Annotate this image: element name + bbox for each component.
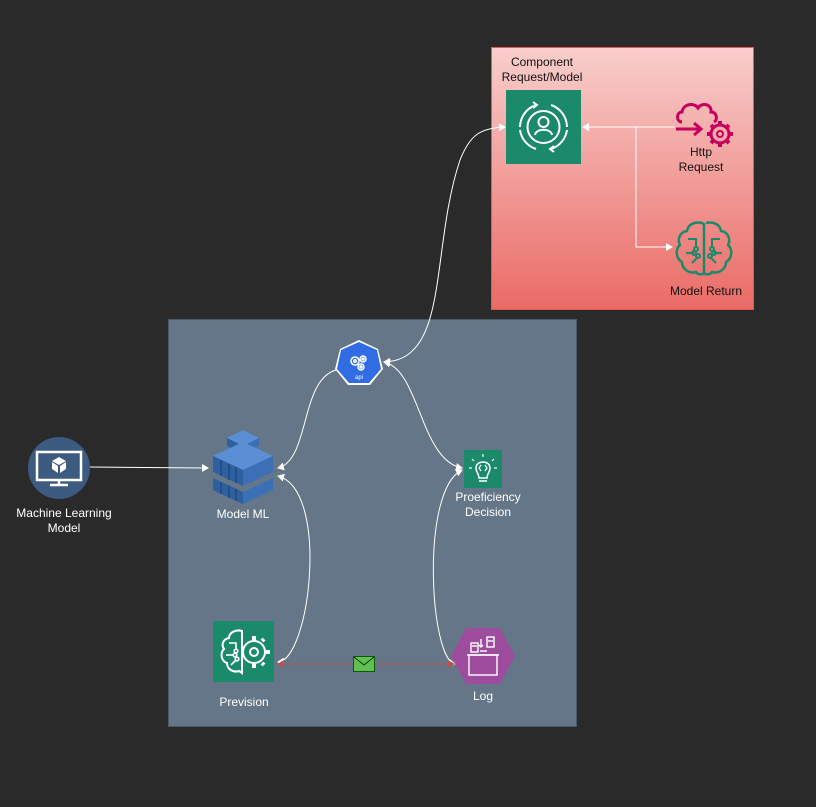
machine-learning-model-label: Machine Learning Model xyxy=(6,506,122,536)
proficiency-decision-label: Proeficiency Decision xyxy=(446,490,530,520)
ml-model-label-line1: Machine Learning xyxy=(16,506,112,520)
proficiency-label-line1: Proeficiency xyxy=(455,490,521,504)
proficiency-label-line2: Decision xyxy=(464,505,512,519)
api-label: api xyxy=(355,375,363,381)
edge-proficiency-log xyxy=(432,468,463,667)
prevision-label: Prevision xyxy=(219,695,269,709)
proficiency-decision-icon[interactable] xyxy=(464,450,502,488)
edge-api-component xyxy=(383,123,506,366)
edge-mlmodel-modelml xyxy=(89,463,209,472)
http-request-label-line1: Http xyxy=(689,145,712,159)
ml-model-label-line2: Model xyxy=(47,521,81,535)
component-label-line1: Component xyxy=(510,55,574,69)
edge-http-modelreturn xyxy=(630,126,673,251)
envelope-icon xyxy=(353,656,375,672)
edge-api-proficiency xyxy=(383,359,463,471)
edge-modelml-prevision xyxy=(277,473,311,666)
model-ml-label: Model ML xyxy=(216,507,270,521)
component-request-icon[interactable] xyxy=(506,90,581,164)
model-ml-icon[interactable] xyxy=(211,428,275,505)
machine-learning-model-icon[interactable] xyxy=(28,437,90,499)
component-label: Component Request/Model xyxy=(493,55,591,85)
kubernetes-api-icon[interactable]: api xyxy=(334,339,384,387)
log-icon[interactable] xyxy=(450,627,516,685)
http-request-label: Http Request xyxy=(666,145,736,175)
log-label: Log xyxy=(472,689,494,703)
model-return-brain-icon[interactable] xyxy=(674,219,734,277)
prevision-brain-gear-icon[interactable] xyxy=(213,621,274,682)
component-label-line2: Request/Model xyxy=(501,70,583,84)
http-request-icon[interactable] xyxy=(674,100,738,152)
edge-api-modelml xyxy=(277,369,337,471)
model-return-label: Model Return xyxy=(669,284,743,298)
http-request-label-line2: Request xyxy=(678,160,724,174)
